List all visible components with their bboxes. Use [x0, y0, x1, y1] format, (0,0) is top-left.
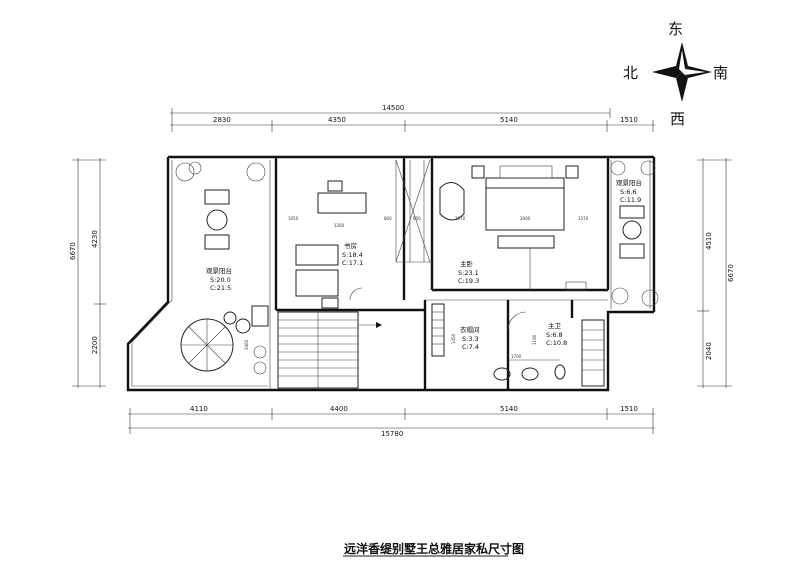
svg-text:观景阳台: 观景阳台: [206, 266, 232, 275]
left-balcony-furniture: [175, 161, 269, 375]
room-label-balcony-left: 观景阳台 S:20.0 C:21.5: [206, 266, 232, 292]
exterior-walls: [126, 155, 656, 392]
inner-dim-11: 3460: [244, 339, 249, 350]
compass-north-label: 北: [623, 64, 638, 82]
dim-left-total: 6670: [69, 242, 77, 260]
svg-text:S:20.0: S:20.0: [210, 276, 231, 284]
svg-text:C:19.3: C:19.3: [458, 277, 479, 285]
dim-right-2: 2040: [705, 342, 713, 360]
svg-text:衣帽间: 衣帽间: [460, 325, 480, 334]
top-dimension-lines: [170, 108, 655, 132]
svg-text:C:10.8: C:10.8: [546, 339, 567, 347]
svg-text:S:3.3: S:3.3: [462, 335, 479, 343]
dim-left-1: 4230: [91, 230, 99, 248]
dim-top-4: 1510: [620, 116, 638, 124]
drawing-title: 远洋香缇别墅王总雅居家私尺寸图: [344, 541, 524, 556]
svg-text:C:7.4: C:7.4: [462, 343, 479, 351]
dim-right-total: 6670: [727, 264, 735, 282]
room-label-balcony-right: 观景阳台 S:6.6 C:11.9: [616, 178, 642, 204]
dim-left-2: 2200: [91, 336, 99, 354]
inner-dim-10: 1450: [451, 333, 456, 344]
dim-bottom-4: 1510: [620, 405, 638, 413]
room-label-master-bath: 主卫 S:6.8 C:10.8: [546, 321, 567, 347]
inner-dim-6: 2000: [520, 216, 531, 221]
dim-top-2: 4350: [328, 116, 346, 124]
compass-west-label: 西: [670, 110, 685, 128]
room-label-master-bedroom: 主卧 S:23.1 C:19.3: [458, 259, 479, 285]
staircase: [277, 311, 382, 389]
svg-text:主卧: 主卧: [460, 259, 474, 268]
inner-dim-3: 800: [384, 216, 392, 221]
svg-text:S:18.4: S:18.4: [342, 251, 363, 259]
svg-text:S:6.6: S:6.6: [620, 188, 637, 196]
bottom-dimension-lines: [128, 408, 655, 434]
dim-right-1: 4510: [705, 232, 713, 250]
svg-text:S:23.1: S:23.1: [458, 269, 479, 277]
svg-text:主卫: 主卫: [548, 321, 562, 330]
right-balcony-furniture: [610, 160, 659, 307]
svg-text:C:21.5: C:21.5: [210, 284, 231, 292]
closet-bath-furniture: [431, 303, 605, 387]
interior-walls: [274, 157, 608, 390]
dim-bottom-1: 4110: [190, 405, 208, 413]
dim-bottom-2: 4400: [330, 405, 348, 413]
study-furniture: [295, 180, 367, 309]
compass-south-label: 南: [713, 64, 728, 82]
compass-rose: [652, 42, 712, 102]
svg-text:C:11.9: C:11.9: [620, 196, 641, 204]
inner-dim-4: 600: [413, 216, 421, 221]
svg-text:S:6.8: S:6.8: [546, 331, 563, 339]
svg-text:观景阳台: 观景阳台: [616, 178, 642, 187]
dim-top-1: 2830: [213, 116, 231, 124]
room-label-study: 书房 S:18.4 C:17.1: [342, 241, 363, 267]
inner-dim-9: 1190: [532, 334, 537, 345]
dim-top-total: 14500: [382, 104, 404, 112]
inner-dim-2: 1260: [334, 223, 345, 228]
inner-dim-7: 1370: [578, 216, 589, 221]
dim-bottom-total: 15780: [381, 430, 403, 438]
room-label-closet: 衣帽间 S:3.3 C:7.4: [460, 325, 480, 351]
left-dimension-lines: [72, 158, 106, 388]
dim-bottom-3: 5140: [500, 405, 518, 413]
inner-dim-5: 2070: [455, 216, 466, 221]
svg-text:C:17.1: C:17.1: [342, 259, 363, 267]
inner-dim-1: 1050: [288, 216, 299, 221]
dim-top-3: 5140: [500, 116, 518, 124]
master-bedroom-furniture: [439, 165, 587, 291]
right-dimension-lines: [697, 158, 732, 388]
svg-text:书房: 书房: [344, 241, 357, 250]
inner-dim-8: 1700: [511, 354, 522, 359]
compass-east-label: 东: [668, 20, 683, 38]
